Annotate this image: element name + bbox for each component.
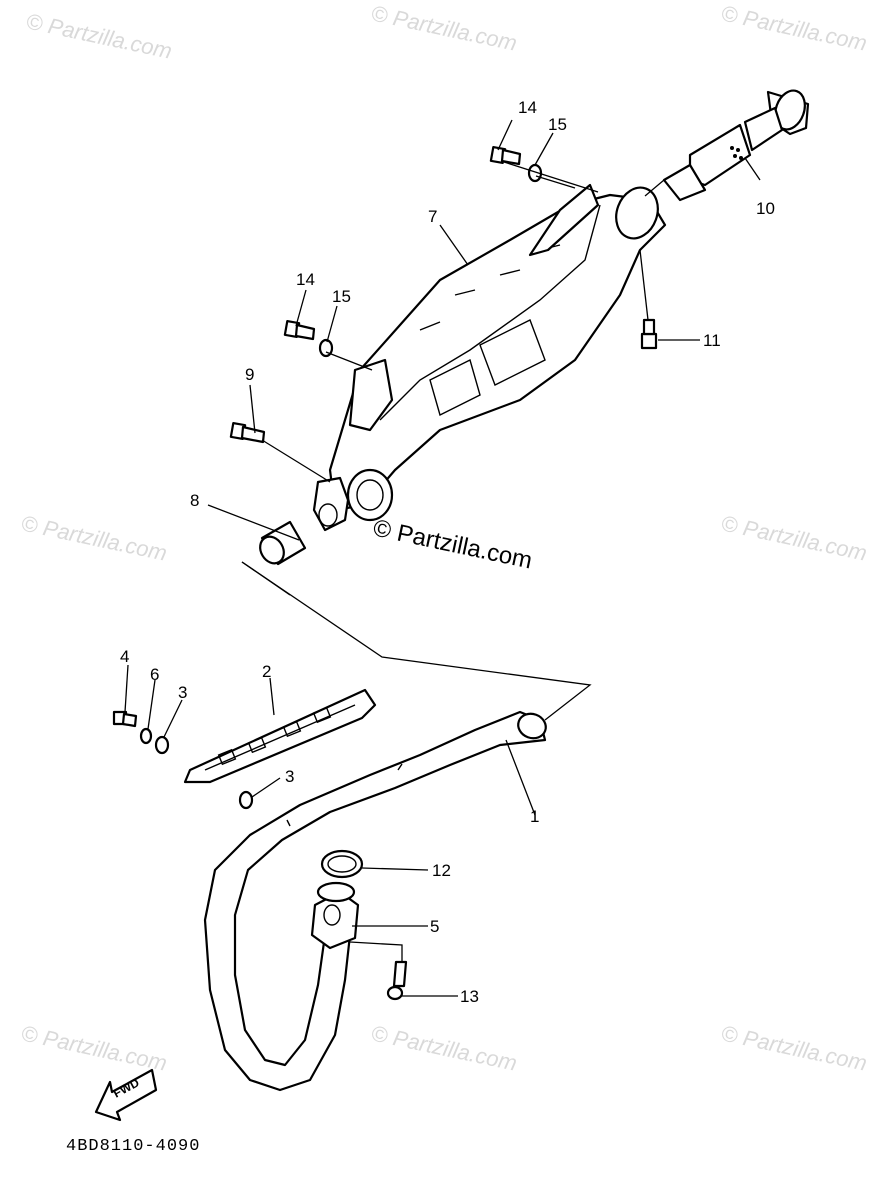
watermark: © Partzilla.com [369,0,519,55]
watermark: © Partzilla.com [19,510,169,565]
callout-2: 2 [262,662,271,681]
callout-14: 14 [518,98,537,117]
watermark: © Partzilla.com [719,1020,869,1075]
callout-leaders [124,119,761,997]
callout-11: 11 [703,331,721,350]
callout-4: 4 [120,647,129,666]
callout-8: 8 [190,491,199,510]
callout-15: 15 [548,115,567,134]
bolt-part-9 [229,421,266,444]
watermark: © Partzilla.com [369,1020,519,1075]
washer-part-3-lower [238,790,254,810]
bolt-part-13 [349,941,408,1001]
watermark: © Partzilla.com [19,1020,169,1075]
callout-3: 3 [285,767,294,786]
bolt-part-4 [112,710,138,728]
callouts: 1 2 3 3 4 5 6 7 8 9 10 11 12 13 14 14 15… [120,98,775,1006]
assembly-lines [241,161,665,721]
muffler-part-7 [312,183,667,532]
bolt-part-14-upper [489,145,522,166]
center-watermark: © Partzilla.com [371,514,535,574]
callout-9: 9 [245,365,254,384]
callout-13: 13 [460,987,479,1006]
washer-part-6 [139,727,153,745]
callout-10: 10 [756,199,775,218]
fwd-arrow-icon: FWD [94,1068,158,1122]
callout-12: 12 [432,861,451,880]
watermark: © Partzilla.com [24,8,174,63]
flange-part-5 [310,881,360,950]
heat-guard-part-2 [183,688,377,784]
watermark: © Partzilla.com [719,0,869,55]
washer-part-3-upper [154,735,170,755]
washer-part-15-lower [318,338,334,358]
callout-3: 3 [178,683,187,702]
callout-5: 5 [430,917,439,936]
callout-15: 15 [332,287,351,306]
spark-arrester-part-10 [662,89,810,202]
bolt-part-14-lower [283,319,316,341]
callout-6: 6 [150,665,159,684]
callout-1: 1 [530,807,539,826]
sleeve-part-8 [259,520,307,566]
bolt-part-11 [640,318,658,350]
watermark: © Partzilla.com [719,510,869,565]
diagram-code: 4BD8110-4090 [66,1137,200,1156]
callout-7: 7 [428,207,437,226]
gasket-part-12 [320,849,364,879]
callout-14: 14 [296,270,315,289]
